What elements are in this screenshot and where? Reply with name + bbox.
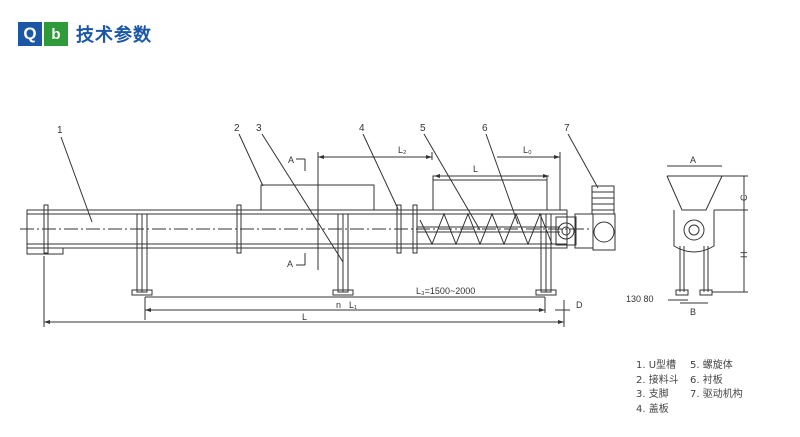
dim-l: L	[302, 312, 307, 322]
parts-legend: 1. U型槽 5. 螺旋体 2. 接料斗 6. 衬板 3. 支脚 7. 驱动机构…	[636, 359, 744, 417]
side-dim-a: A	[690, 155, 696, 165]
legend-item: 5. 螺旋体	[690, 360, 733, 371]
side-view	[666, 165, 748, 304]
callout-2: 2	[234, 123, 240, 134]
badge-b: b	[44, 22, 68, 46]
dim-l1: L₁	[349, 300, 357, 310]
drive-mechanism	[555, 185, 616, 251]
legend-row: 1. U型槽 5. 螺旋体	[636, 359, 744, 374]
side-dim-c: C	[739, 194, 749, 201]
dim-d: D	[576, 300, 583, 310]
legend-row: 4. 盖板	[636, 403, 744, 418]
dim-l3: L₃=1500~2000	[416, 286, 475, 296]
dim-l2: L₂	[398, 145, 407, 155]
section-title: 技术参数	[76, 25, 152, 46]
legend-row: 3. 支脚 7. 驱动机构	[636, 388, 744, 403]
section-a-top: A	[288, 155, 294, 165]
callout-6: 6	[482, 123, 488, 134]
side-dim-b: B	[690, 307, 696, 317]
legend-item: 3. 支脚	[636, 389, 669, 401]
legend-item: 4. 盖板	[636, 403, 669, 415]
section-a-bottom: A	[287, 259, 293, 269]
inlet-hopper-right	[432, 175, 548, 211]
legend-item: 2. 接料斗	[636, 374, 679, 386]
section-header: Q b 技术参数	[18, 22, 152, 46]
legend-item	[690, 403, 744, 418]
callout-1: 1	[57, 125, 63, 136]
side-dim-130-80: 130 80	[626, 294, 654, 304]
support-leg-1	[131, 213, 153, 296]
badge-q: Q	[18, 22, 42, 46]
side-dim-h: H	[739, 252, 749, 259]
callout-7: 7	[564, 123, 570, 134]
callout-3: 3	[256, 123, 262, 134]
legend-item: 1. U型槽	[636, 360, 677, 371]
dim-n: n	[336, 300, 341, 310]
support-leg-3	[535, 213, 557, 296]
legend-item: 7. 驱动机构	[690, 389, 743, 401]
callout-5: 5	[420, 123, 426, 134]
legend-item: 6. 衬板	[690, 374, 723, 386]
legend-row: 2. 接料斗 6. 衬板	[636, 374, 744, 389]
callout-4: 4	[359, 123, 365, 134]
dim-l0: L₀	[523, 145, 532, 155]
support-leg-2	[332, 213, 354, 296]
dim-l-inner: L	[473, 164, 478, 174]
